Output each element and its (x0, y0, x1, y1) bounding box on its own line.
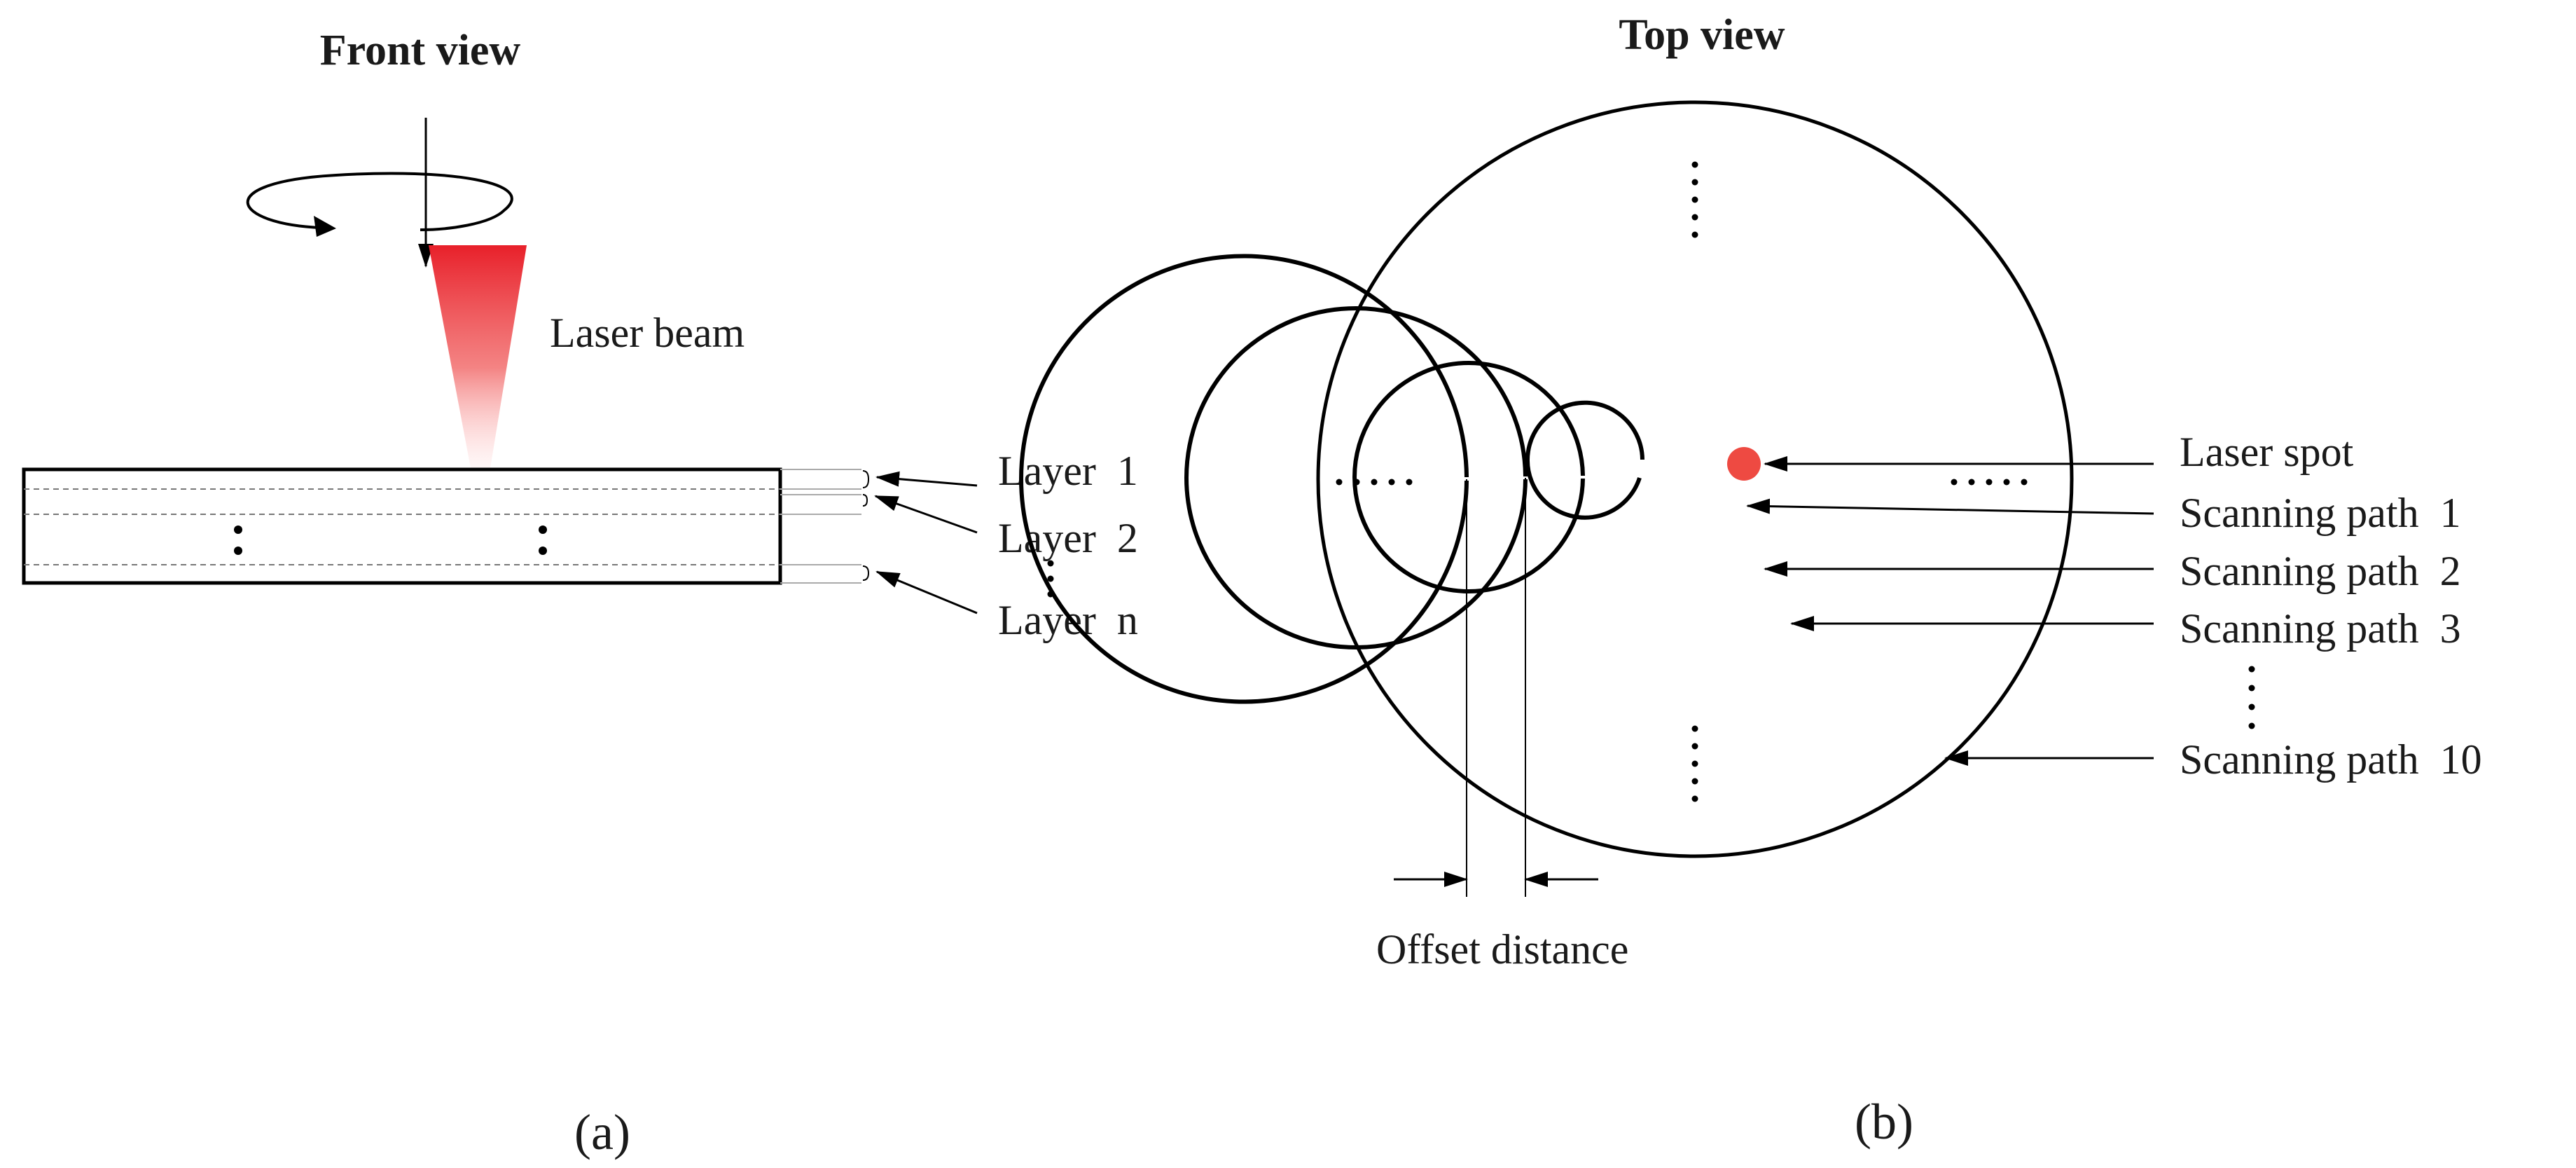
laser-beam-label: Laser beam (550, 310, 745, 356)
panel-b: Top view Offset distance (1019, 11, 2482, 1150)
scanning-path-2 (1352, 361, 1585, 593)
scanning-spiral (1019, 254, 1644, 704)
layer-label-n: Layer n (998, 597, 1138, 643)
top-view-title: Top view (1619, 11, 1785, 59)
layer-brackets (862, 470, 870, 581)
label-laser-spot: Laser spot (2180, 429, 2354, 475)
front-view-title: Front view (320, 27, 521, 74)
label-scanning-path-10: Scanning path 10 (2180, 736, 2482, 783)
offset-dimension (1394, 478, 1598, 897)
layer-label-1: Layer 1 (998, 448, 1138, 494)
laser-beam (429, 245, 527, 468)
laser-spot (1727, 447, 1761, 481)
label-scanning-path-1: Scanning path 1 (2180, 490, 2461, 536)
layer-arrows (874, 471, 978, 614)
caption-a: (a) (574, 1104, 630, 1160)
rotation-arrow-icon (246, 172, 513, 237)
layer-label-2: Layer 2 (998, 515, 1138, 561)
layer-extension-lines (780, 469, 861, 584)
scanning-path-10 (1316, 100, 2074, 858)
labels-ellipsis (2248, 666, 2255, 729)
caption-b: (b) (1855, 1094, 1913, 1150)
scanning-path-3 (1184, 306, 1528, 650)
scanning-path-4 (1019, 254, 1469, 704)
panel-a: Front view Laser beam (22, 27, 1138, 1160)
workpiece (22, 467, 782, 585)
label-scanning-path-2: Scanning path 2 (2180, 548, 2461, 594)
workpiece-ellipsis (234, 525, 547, 555)
offset-distance-label: Offset distance (1376, 926, 1628, 973)
label-scanning-path-3: Scanning path 3 (2180, 605, 2461, 652)
top-view-ellipsis (1336, 161, 2028, 802)
top-view-leaders (1746, 456, 2154, 766)
scanning-path-1 (1525, 400, 1644, 520)
